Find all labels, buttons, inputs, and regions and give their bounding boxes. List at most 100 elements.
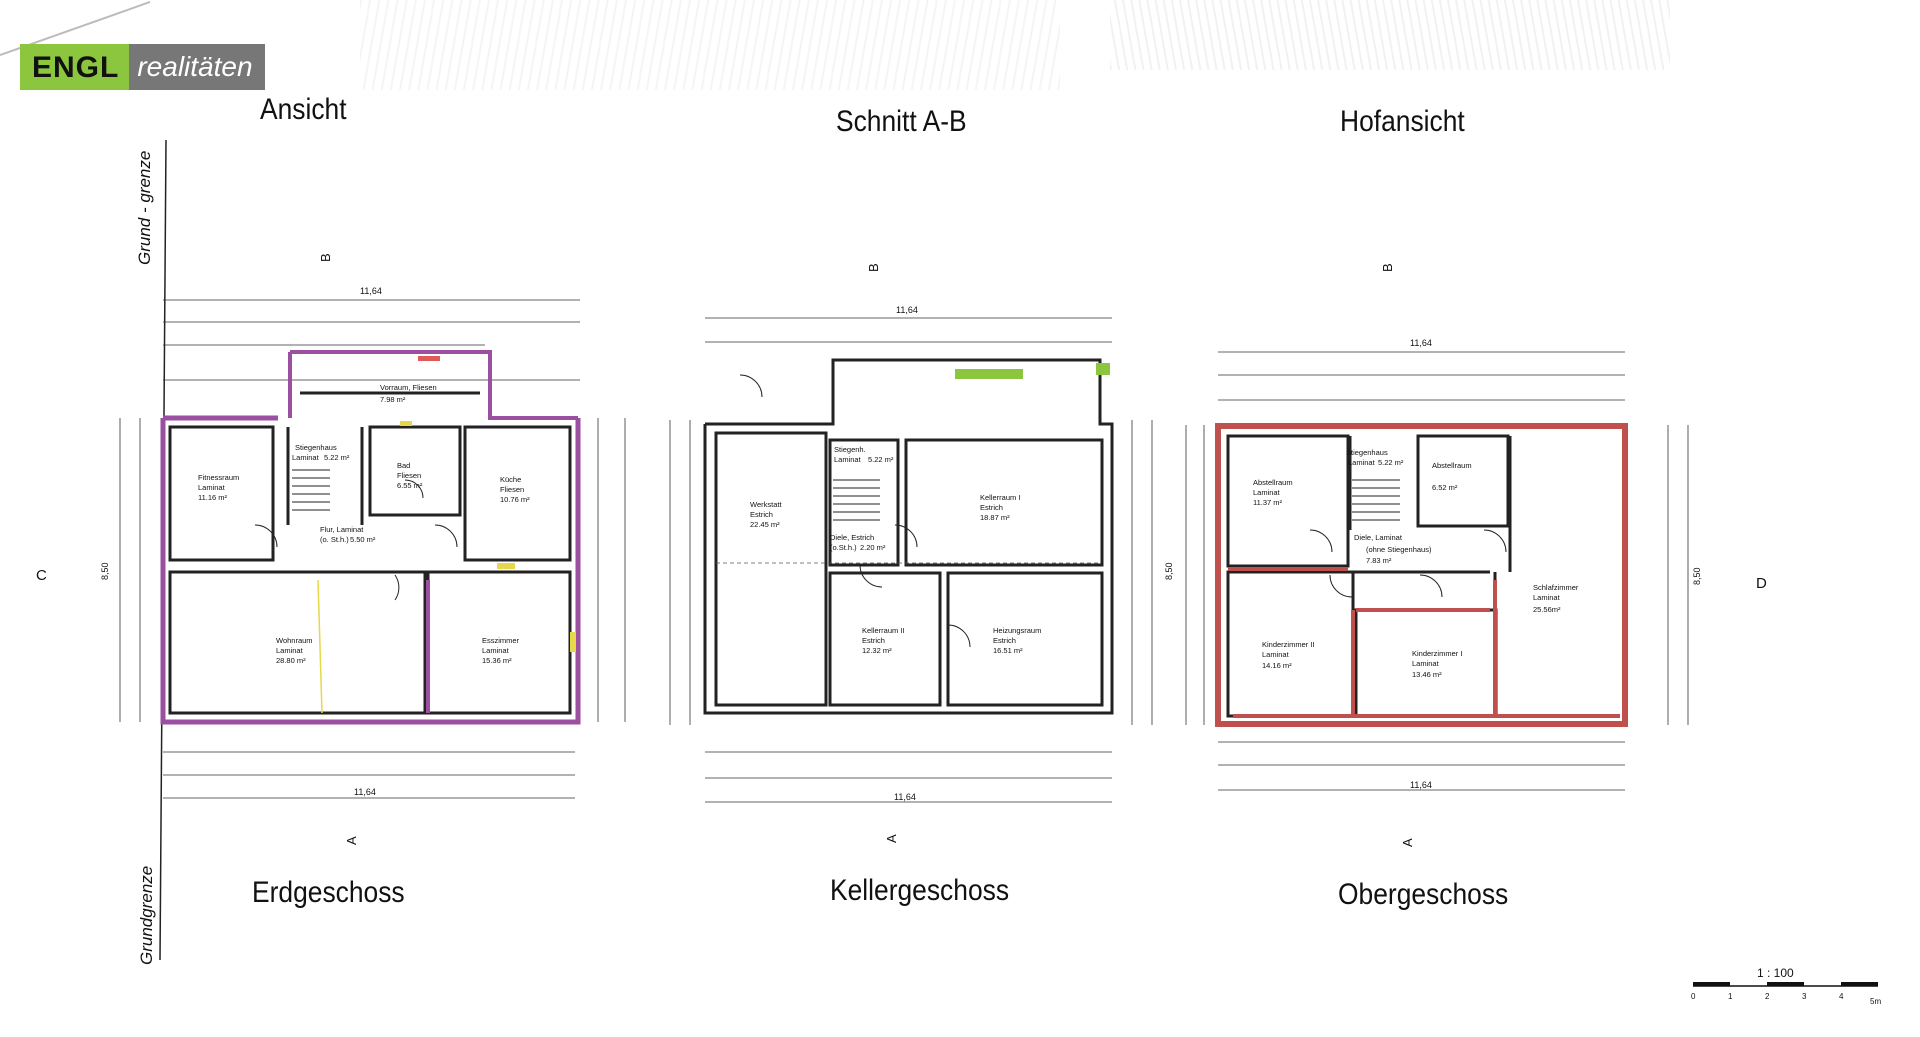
svg-text:7.98 m²: 7.98 m² <box>380 395 406 404</box>
svg-text:Laminat: Laminat <box>1262 650 1290 659</box>
svg-text:Fliesen: Fliesen <box>500 485 524 494</box>
room-label: Stiegenhaus <box>1346 448 1388 457</box>
scale-tick: 4 <box>1839 992 1844 1001</box>
plan-obergeschoss: 11,64 11,64 8,50 <box>1185 338 1702 791</box>
marker-b-eg: B <box>318 253 333 262</box>
marker-b-og: B <box>1380 263 1395 272</box>
marker-a-eg: A <box>344 836 359 845</box>
floor-title-erdgeschoss: Erdgeschoss <box>252 876 405 909</box>
floor-title-obergeschoss: Obergeschoss <box>1338 878 1509 911</box>
brand-name: ENGL <box>20 44 130 90</box>
og-room-labels: Abstellraum Laminat 11.37 m² Stiegenhaus… <box>1253 448 1579 679</box>
room-label: Heizungsraum <box>993 626 1041 635</box>
svg-text:Laminat: Laminat <box>1348 458 1376 467</box>
svg-text:Laminat: Laminat <box>1412 659 1440 668</box>
svg-text:16.51 m²: 16.51 m² <box>993 646 1023 655</box>
svg-text:2.20 m²: 2.20 m² <box>860 543 886 552</box>
plan-kellergeschoss: 11,64 11,64 8,50 Werkstatt Estrich <box>669 305 1174 803</box>
svg-text:Estrich: Estrich <box>993 636 1016 645</box>
kg-total-width-bottom: 11,64 <box>894 792 916 802</box>
svg-text:25.56m²: 25.56m² <box>1533 605 1561 614</box>
svg-text:15.36 m²: 15.36 m² <box>482 656 512 665</box>
svg-text:(ohne Stiegenhaus): (ohne Stiegenhaus) <box>1366 545 1432 554</box>
room-label: Vorraum, Fliesen <box>380 383 437 392</box>
scale-tick: 1 <box>1728 992 1733 1001</box>
svg-text:(o. St.h.): (o. St.h.) <box>320 535 349 544</box>
svg-text:Estrich: Estrich <box>750 510 773 519</box>
svg-text:7.83 m²: 7.83 m² <box>1366 556 1392 565</box>
svg-text:Laminat: Laminat <box>834 455 862 464</box>
scale-tick: 3 <box>1802 992 1807 1001</box>
og-total-width: 11,64 <box>1410 338 1432 348</box>
room-label: Küche <box>500 475 521 484</box>
plan-erdgeschoss: 11,64 11,64 8,50 <box>100 286 626 799</box>
svg-text:Laminat: Laminat <box>198 483 226 492</box>
eg-total-height: 8,50 <box>100 562 110 580</box>
room-label: Abstellraum <box>1253 478 1293 487</box>
room-label: Flur, Laminat <box>320 525 364 534</box>
marker-d: D <box>1756 575 1767 592</box>
room-label: Fitnessraum <box>198 473 239 482</box>
room-label: Kellerraum II <box>862 626 905 635</box>
faded-sketch-left <box>360 0 1060 90</box>
marker-b-kg: B <box>866 263 881 272</box>
brand-logo: ENGL realitäten <box>20 44 265 90</box>
room-label: Wohnraum <box>276 636 313 645</box>
view-title-hofansicht: Hofansicht <box>1340 105 1465 138</box>
svg-text:13.46 m²: 13.46 m² <box>1412 670 1442 679</box>
room-label: Werkstatt <box>750 500 782 509</box>
svg-text:11.37 m²: 11.37 m² <box>1253 498 1283 507</box>
floor-title-kellergeschoss: Kellergeschoss <box>830 874 1010 907</box>
svg-text:Laminat: Laminat <box>482 646 510 655</box>
svg-text:Laminat: Laminat <box>1533 593 1561 602</box>
svg-text:10.76 m²: 10.76 m² <box>500 495 530 504</box>
kg-room-labels: Werkstatt Estrich 22.45 m² Stiegenh. Lam… <box>750 445 1041 655</box>
og-total-height: 8,50 <box>1692 567 1702 585</box>
svg-text:Laminat: Laminat <box>1253 488 1281 497</box>
room-label: Diele, Estrich <box>830 533 874 542</box>
room-label: Kellerraum I <box>980 493 1020 502</box>
room-label: Stiegenh. <box>834 445 866 454</box>
eg-total-width-bottom: 11,64 <box>354 787 376 797</box>
room-label: Kinderzimmer I <box>1412 649 1462 658</box>
svg-text:14.16 m²: 14.16 m² <box>1262 661 1292 670</box>
svg-text:Estrich: Estrich <box>862 636 885 645</box>
room-label: Schlafzimmer <box>1533 583 1579 592</box>
svg-text:5.22 m²: 5.22 m² <box>1378 458 1404 467</box>
svg-text:18.87 m²: 18.87 m² <box>980 513 1010 522</box>
kg-total-height: 8,50 <box>1164 562 1174 580</box>
scale-label: 1 : 100 <box>1757 966 1794 980</box>
room-label: Stiegenhaus <box>295 443 337 452</box>
room-label: Bad <box>397 461 410 470</box>
scale-bar: 0 1 2 3 4 5m <box>1691 982 1881 1006</box>
scale-tick: 2 <box>1765 992 1770 1001</box>
eg-room-labels: Fitnessraum Laminat 11.16 m² Stiegenhaus… <box>198 383 530 665</box>
room-label: Kinderzimmer II <box>1262 640 1315 649</box>
view-title-schnitt: Schnitt A-B <box>836 105 967 138</box>
svg-text:5.22 m²: 5.22 m² <box>324 453 350 462</box>
brand-suffix: realitäten <box>129 44 265 90</box>
marker-a-og: A <box>1400 838 1415 847</box>
svg-text:Laminat: Laminat <box>292 453 320 462</box>
svg-text:5.22 m²: 5.22 m² <box>868 455 894 464</box>
scale-tick: 5m <box>1870 997 1881 1006</box>
marker-c: C <box>36 567 47 584</box>
svg-text:12.32 m²: 12.32 m² <box>862 646 892 655</box>
kg-total-width: 11,64 <box>896 305 918 315</box>
svg-text:6.52 m²: 6.52 m² <box>1432 483 1458 492</box>
marker-a-kg: A <box>884 834 899 843</box>
svg-text:Estrich: Estrich <box>980 503 1003 512</box>
scale-tick: 0 <box>1691 992 1696 1001</box>
grundgrenze-top-label: Grund - grenze <box>135 151 154 265</box>
room-label: Esszimmer <box>482 636 520 645</box>
og-total-width-bottom: 11,64 <box>1410 780 1432 790</box>
room-label: Diele, Laminat <box>1354 533 1403 542</box>
grundgrenze-bottom-label: Grundgrenze <box>137 866 156 965</box>
room-label: Abstellraum <box>1432 461 1472 470</box>
svg-text:22.45 m²: 22.45 m² <box>750 520 780 529</box>
faded-sketch-right <box>1110 0 1670 70</box>
svg-text:28.80 m²: 28.80 m² <box>276 656 306 665</box>
svg-text:(o.St.h.): (o.St.h.) <box>830 543 857 552</box>
eg-total-width: 11,64 <box>360 286 382 296</box>
